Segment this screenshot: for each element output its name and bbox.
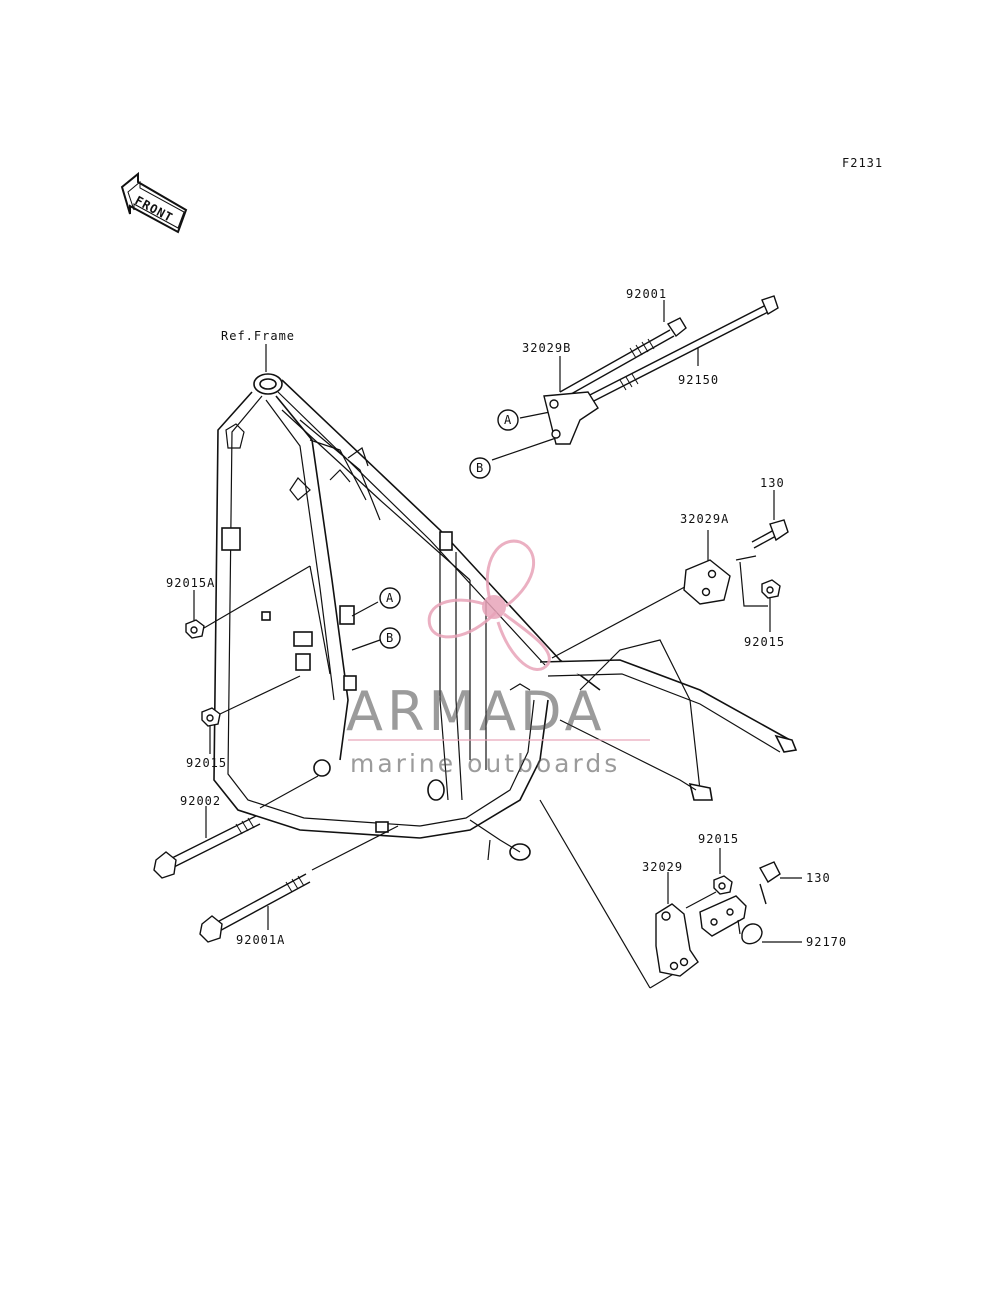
label-32029: 32029 — [642, 860, 683, 874]
label-32029B: 32029B — [522, 341, 571, 355]
bolt-130-top[interactable] — [751, 519, 789, 549]
bracket-32029A[interactable] — [683, 559, 731, 605]
label-130-top: 130 — [760, 476, 785, 490]
nut-92015-right[interactable] — [761, 579, 781, 599]
svg-text:B: B — [476, 461, 484, 475]
watermark-tagline: marine outboards — [350, 749, 620, 778]
bolt-92002[interactable] — [153, 815, 261, 879]
bolt-92001[interactable] — [559, 317, 687, 399]
label-32029A: 32029A — [680, 512, 729, 526]
bolt-92001A[interactable] — [199, 873, 311, 943]
label-92015A: 92015A — [166, 576, 215, 590]
callout-a-mid: A — [379, 587, 401, 609]
propeller-logo-icon — [427, 539, 551, 671]
callout-a-top: A — [497, 409, 519, 431]
callout-b-top: B — [469, 457, 491, 479]
front-arrow-icon: FRONT — [120, 171, 188, 234]
bracket-plate[interactable] — [699, 895, 747, 937]
label-92002: 92002 — [180, 794, 221, 808]
bolt-130-bottom[interactable] — [759, 861, 781, 905]
label-92170: 92170 — [806, 935, 847, 949]
svg-text:B: B — [386, 631, 394, 645]
figure-code: F2131 — [842, 156, 883, 170]
svg-text:A: A — [504, 413, 512, 427]
nut-92015A[interactable] — [185, 619, 205, 639]
label-92001: 92001 — [626, 287, 667, 301]
label-92015-bottom: 92015 — [698, 832, 739, 846]
bolt-92150[interactable] — [579, 295, 779, 407]
nut-92015-bottom[interactable] — [713, 875, 733, 895]
label-92015-left: 92015 — [186, 756, 227, 770]
clamp-92170[interactable] — [737, 919, 763, 945]
watermark-brand: ARMADA — [346, 680, 606, 743]
svg-text:A: A — [386, 591, 394, 605]
callout-b-mid: B — [379, 627, 401, 649]
watermark: ARMADA marine outboards — [346, 539, 650, 778]
motorcycle-frame — [213, 373, 798, 861]
label-130-bottom: 130 — [806, 871, 831, 885]
ref-frame-label: Ref.Frame — [221, 329, 295, 343]
leader-lines — [193, 300, 802, 989]
label-92150: 92150 — [678, 373, 719, 387]
bracket-32029[interactable] — [655, 903, 699, 977]
label-92001A: 92001A — [236, 933, 285, 947]
nut-92015-left[interactable] — [201, 707, 221, 727]
bracket-32029B[interactable] — [543, 391, 599, 445]
label-92015-right: 92015 — [744, 635, 785, 649]
